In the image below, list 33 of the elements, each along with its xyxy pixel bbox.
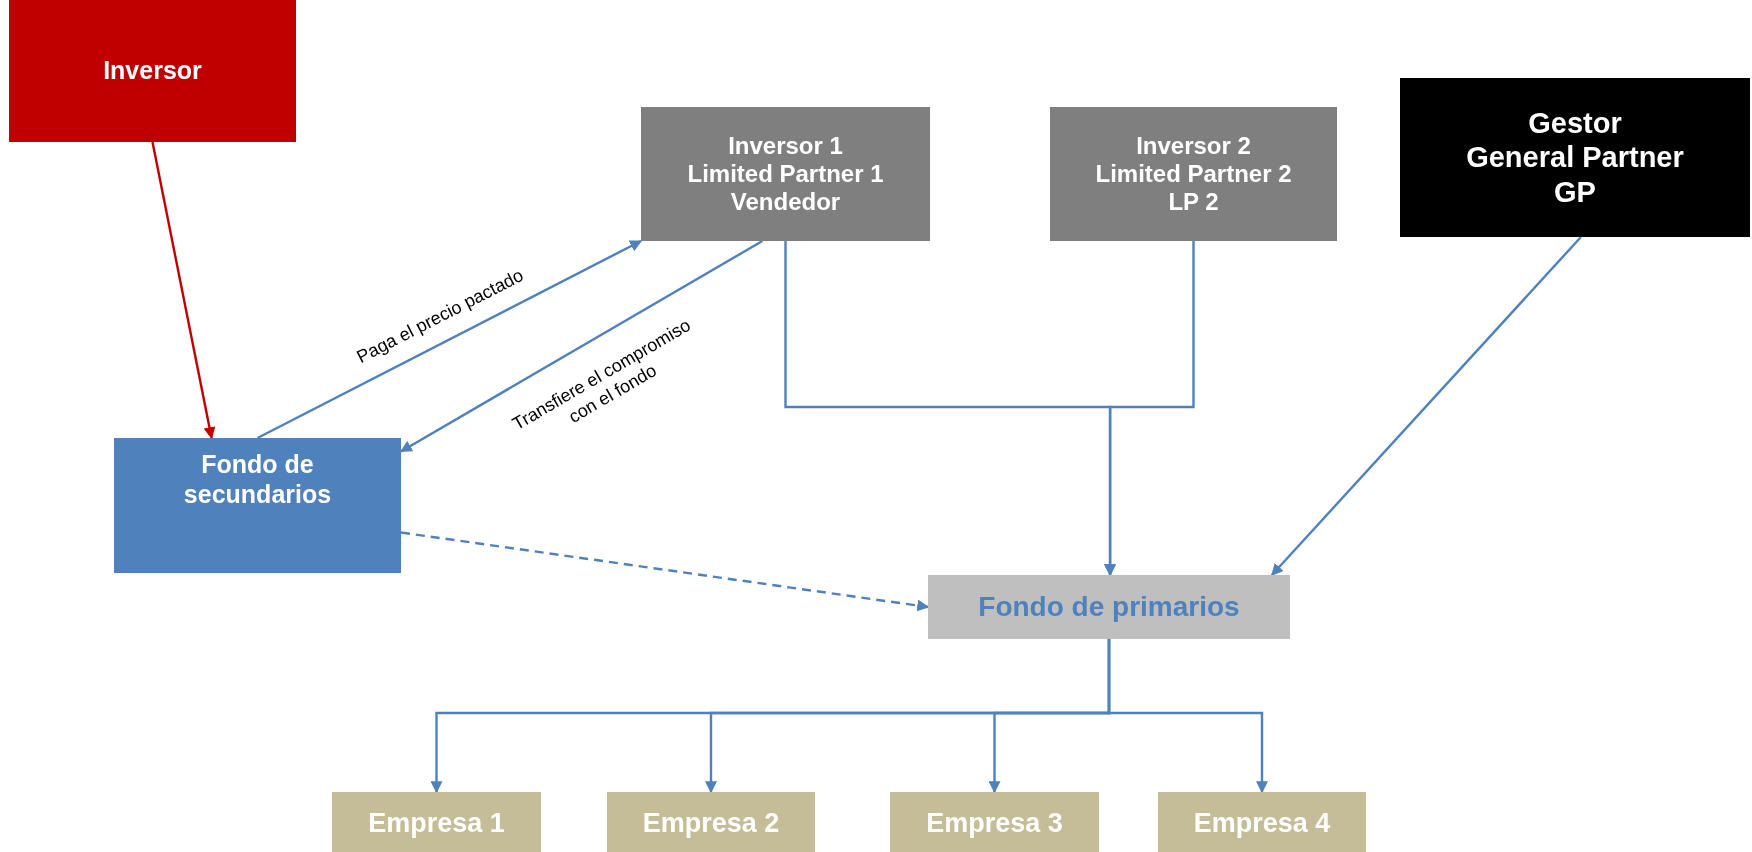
arrow xyxy=(1107,639,1268,794)
primary-fund-box xyxy=(928,575,1290,639)
dashed-arrow xyxy=(400,531,930,612)
node-label: Inversor 2 xyxy=(1136,131,1251,160)
node-label: Vendedor xyxy=(730,188,841,217)
arrow xyxy=(1104,241,1195,577)
limited-partner-box xyxy=(1050,107,1337,241)
node-label: GP xyxy=(1554,174,1596,209)
company-box xyxy=(607,792,815,852)
arrow xyxy=(1271,236,1582,576)
node-label: LP 2 xyxy=(1168,188,1219,217)
node-label: Limited Partner 1 xyxy=(687,159,884,189)
node-label: Empresa 3 xyxy=(926,808,1063,840)
company-box xyxy=(332,792,541,852)
limited-partner-box xyxy=(641,107,930,241)
arrow xyxy=(151,141,216,440)
general-partner-box xyxy=(1400,78,1750,237)
node-label: General Partner xyxy=(1466,140,1684,175)
arrow xyxy=(256,239,643,440)
node-label: Limited Partner 2 xyxy=(1095,159,1292,189)
investor-box xyxy=(9,0,296,142)
node-label: Empresa 4 xyxy=(1193,808,1331,840)
node-label: Empresa 2 xyxy=(642,808,780,840)
node-label: Fondo de primarios xyxy=(978,590,1240,624)
node-label: Gestor xyxy=(1528,106,1622,141)
node-label: Inversor 1 xyxy=(728,131,843,160)
arrow xyxy=(399,239,763,453)
node-label: Empresa 1 xyxy=(368,808,505,840)
secondary-fund-box xyxy=(114,438,401,573)
company-box xyxy=(890,792,1099,852)
node-label: Inversor xyxy=(103,56,202,86)
company-box xyxy=(1158,792,1366,852)
node-label: Fondo de secundarios xyxy=(182,450,333,509)
